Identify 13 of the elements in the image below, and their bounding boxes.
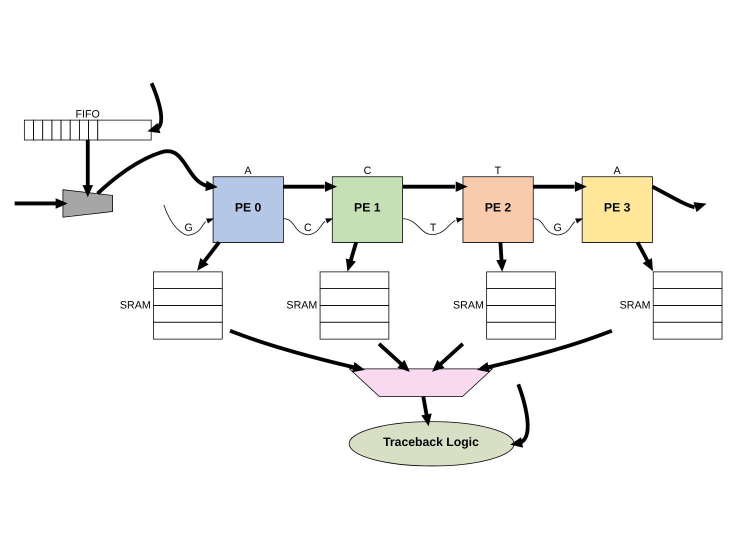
node-label: C: [364, 164, 372, 177]
edge-label: G: [184, 222, 193, 234]
node-label: T: [494, 164, 502, 177]
node-label: SRAM: [120, 299, 151, 312]
edge-label: T: [430, 222, 436, 234]
edge-label: G: [554, 222, 562, 234]
node-label: SRAM: [620, 299, 650, 312]
node-label: A: [244, 164, 252, 177]
node-label: FIFO: [76, 108, 100, 120]
node-label: SRAM: [453, 299, 484, 312]
edge-label: C: [304, 222, 312, 234]
node-label: A: [613, 164, 621, 177]
node-label: SRAM: [286, 299, 318, 312]
